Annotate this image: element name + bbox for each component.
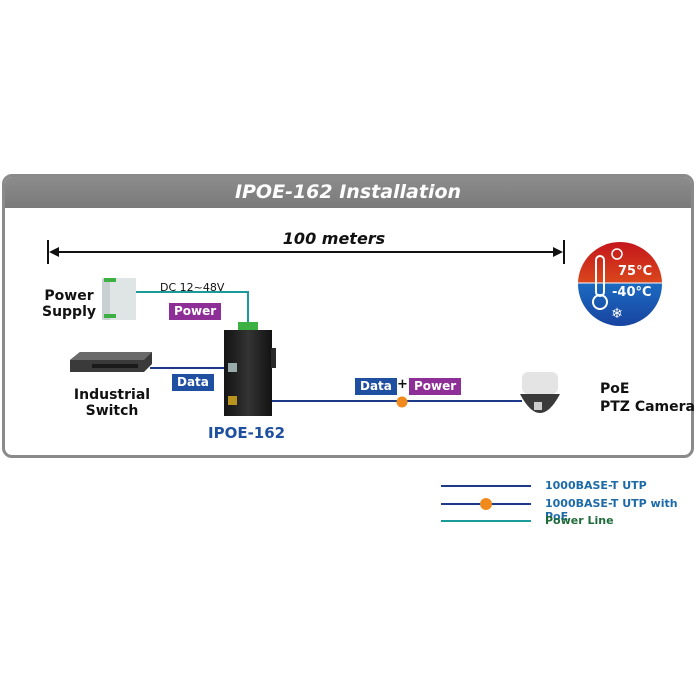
camera-label-line1: PoE	[600, 381, 630, 397]
industrial-switch-icon	[70, 352, 152, 372]
sun-icon	[611, 248, 623, 260]
temp-low: -40°C	[612, 285, 652, 300]
switch-label-line1: Industrial	[73, 387, 151, 403]
legend-utp-label: 1000BASE-T UTP	[545, 479, 647, 492]
temp-high: 75°C	[618, 264, 653, 279]
legend-power-label: Power Line	[545, 514, 614, 527]
poe-badge-icon	[396, 396, 408, 408]
camera-label: PoE PTZ Camera	[600, 380, 695, 416]
panel-title: IPOE-162 Installation	[234, 181, 462, 203]
power-supply-label-line1: Power	[44, 288, 94, 304]
poe-power-tag: Power	[409, 378, 462, 395]
snowflake-icon: ❄	[611, 306, 623, 322]
power-tag: Power	[169, 303, 222, 320]
power-voltage-label: DC 12~48V	[160, 281, 225, 294]
ipoe-label: IPOE-162	[208, 424, 286, 442]
industrial-switch-label: Industrial Switch	[66, 387, 158, 419]
ipoe-162-device-icon	[224, 322, 276, 416]
power-line	[136, 291, 249, 328]
power-supply-label: Power Supply	[36, 288, 102, 320]
poe-data-tag: Data	[355, 378, 397, 395]
data-tag: Data	[172, 374, 214, 391]
legend-poe-badge-icon	[480, 498, 492, 510]
switch-label-line2: Switch	[85, 403, 139, 419]
legend-poe-label: 1000BASE-T UTP with PoE	[545, 497, 678, 523]
power-supply-label-line2: Supply	[41, 304, 97, 320]
temperature-badge-icon: ❄	[578, 242, 662, 326]
ptz-camera-icon	[520, 372, 560, 413]
panel-header: IPOE-162 Installation	[5, 177, 691, 208]
distance-arrow	[47, 240, 565, 264]
distance-label: 100 meters	[282, 229, 386, 248]
plus-sign: +	[397, 377, 408, 392]
camera-label-line2: PTZ Camera	[600, 399, 695, 415]
power-supply-icon	[102, 278, 136, 320]
